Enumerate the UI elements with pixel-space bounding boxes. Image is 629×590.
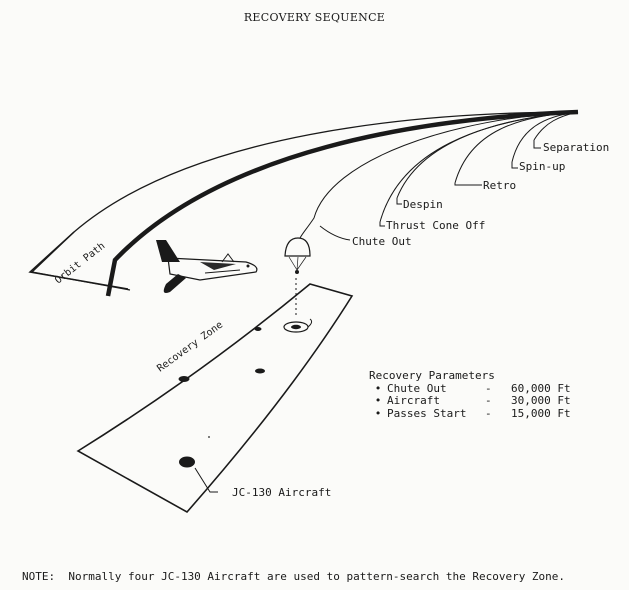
parameter-row-passes-start: • Passes Start - 15,000 Ft	[369, 406, 601, 421]
spin-up-label: Spin-up	[519, 160, 565, 173]
orbit-arrowhead	[28, 231, 129, 290]
chute-out-label: Chute Out	[352, 235, 412, 248]
jc130-aircraft-label: JC-130 Aircraft	[232, 486, 331, 499]
aircraft-dot	[178, 376, 190, 382]
recovery-zone-label: Recovery Zone	[155, 320, 225, 375]
parameter-value: 30,000 Ft	[511, 394, 571, 407]
parameter-name: Chute Out	[387, 381, 447, 395]
orbit-path-label: Orbit Path	[53, 241, 107, 287]
retro-leader	[454, 183, 482, 186]
airplane-icon	[156, 240, 258, 293]
parameter-value: 15,000 Ft	[511, 406, 571, 420]
aircraft-dot	[254, 327, 262, 331]
chute-out-leader	[319, 225, 351, 241]
despin-leader	[396, 198, 402, 205]
parameter-name: Passes Start	[387, 406, 467, 420]
parameter-dash: -	[485, 406, 492, 420]
spin-up-leader	[511, 162, 518, 169]
parameter-value: 60,000 Ft	[511, 381, 571, 395]
retro-label: Retro	[483, 179, 516, 192]
parameter-name: Aircraft	[387, 394, 440, 407]
recovery-zone-strip	[76, 283, 354, 514]
thrust-cone-leader	[379, 222, 385, 227]
orbit-path-outline	[30, 111, 579, 291]
recovery-parameters: Recovery Parameters • Chute Out - 60,000…	[369, 369, 601, 421]
parameter-row-chute-out: • Chute Out - 60,000 Ft	[369, 381, 601, 396]
chute-out-curve	[297, 111, 579, 243]
separation-label: Separation	[543, 141, 609, 154]
parameter-dash: -	[485, 381, 492, 395]
bullet-icon: •	[374, 381, 382, 395]
diagram-title: RECOVERY SEQUENCE	[243, 11, 386, 24]
aircraft-dot	[179, 456, 195, 468]
separation-leader	[533, 140, 541, 149]
jc130-leader	[194, 467, 218, 493]
parachute-icon	[284, 237, 311, 318]
spin-up-curve	[511, 111, 579, 163]
footer-note: NOTE: Normally four JC-130 Aircraft are …	[22, 570, 566, 583]
scan-speck	[208, 436, 210, 438]
recovery-parameters-heading: Recovery Parameters	[369, 369, 495, 382]
thrust-cone-curve	[379, 111, 579, 223]
bullet-icon: •	[374, 406, 382, 420]
orbit-path-line	[105, 109, 579, 297]
bullet-icon: •	[374, 394, 382, 407]
thrust-cone-off-label: Thrust Cone Off	[386, 219, 485, 232]
despin-label: Despin	[403, 198, 443, 211]
parameter-row-aircraft: • Aircraft - 30,000 Ft	[369, 394, 601, 408]
parameter-dash: -	[485, 394, 492, 407]
aircraft-dot	[255, 368, 265, 374]
target-point-icon	[283, 318, 313, 333]
